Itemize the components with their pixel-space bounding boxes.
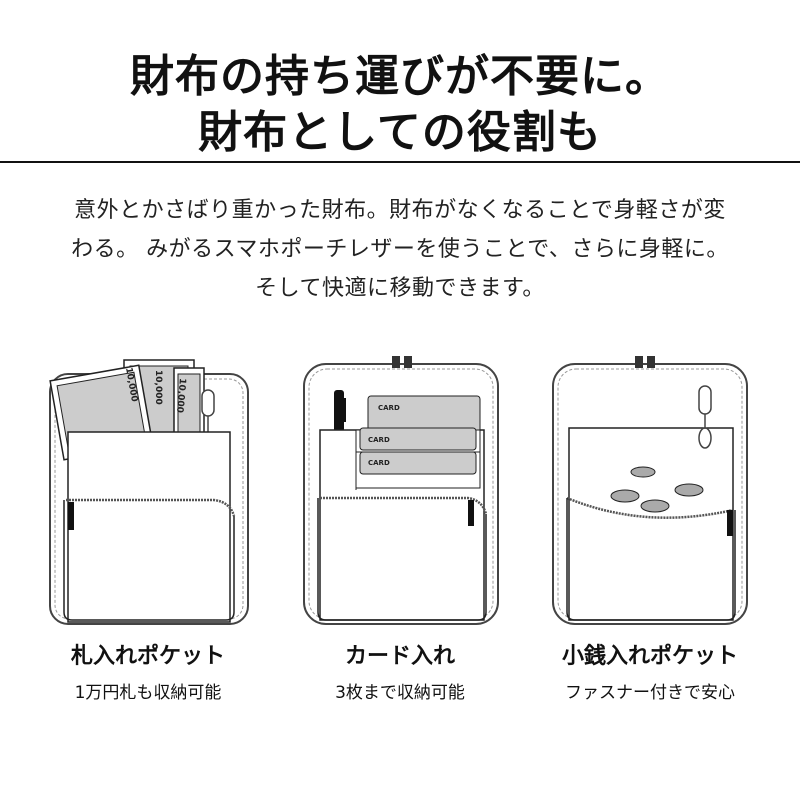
zipper-pull-icon <box>468 500 474 526</box>
zipper-pull-icon <box>727 510 733 536</box>
zipper-pull-icon <box>68 502 74 530</box>
description-line-2: わる。 みがるスマホポーチレザーを使うことで、さらに身軽に。 <box>71 237 729 262</box>
feature-title-coin-pocket: 小銭入れポケット <box>561 644 738 669</box>
feature-subtitle-card-holder: 3枚まで収納可能 <box>335 683 465 703</box>
card-label: CARD <box>368 436 390 444</box>
coins-icon <box>610 466 704 513</box>
coin-pocket-illustration <box>552 356 748 625</box>
bill-pocket-illustration: 10,000 10,000 10,000 <box>49 359 249 625</box>
card-holder-illustration: CARD CARD CARD <box>303 356 499 625</box>
card-label: CARD <box>378 404 400 412</box>
clip-hook-icon <box>698 385 712 449</box>
feature-title-bill-pocket: 札入れポケット <box>70 644 225 669</box>
card-label: CARD <box>368 459 390 467</box>
feature-subtitle-coin-pocket: ファスナー付きで安心 <box>565 683 735 703</box>
bill-denomination: 10,000 <box>153 370 163 405</box>
feature-title-card-holder: カード入れ <box>344 644 455 669</box>
bill-denomination: 10,000 <box>174 378 187 413</box>
description-line-1: 意外とかさばり重かった財布。財布がなくなることで身軽さが変 <box>74 198 726 223</box>
card-stack-icon: CARD CARD CARD <box>355 395 481 490</box>
divider <box>0 161 800 163</box>
headline-line-1: 財布の持ち運びが不要に。 <box>130 51 670 102</box>
headline-line-2: 財布としての役割も <box>198 107 602 158</box>
description-line-3: そして快適に移動できます。 <box>255 276 545 301</box>
feature-subtitle-bill-pocket: 1万円札も収納可能 <box>74 683 222 703</box>
